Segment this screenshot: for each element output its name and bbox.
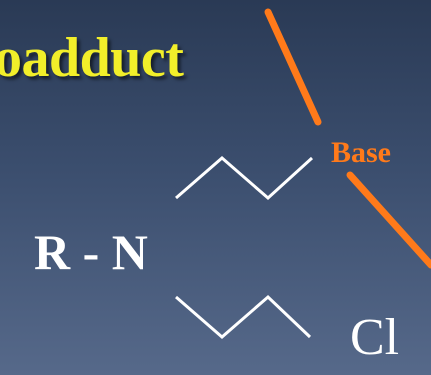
chloride-label: Cl [350,309,400,366]
slide-title: oadduct [0,27,184,89]
amine-label: R - N [34,224,148,280]
base-label: Base [331,136,391,169]
base-stroke-upper [264,8,322,126]
upper-alkyl-chain [175,156,314,201]
lower-alkyl-chain [175,294,312,339]
base-stroke-lower [346,171,431,269]
